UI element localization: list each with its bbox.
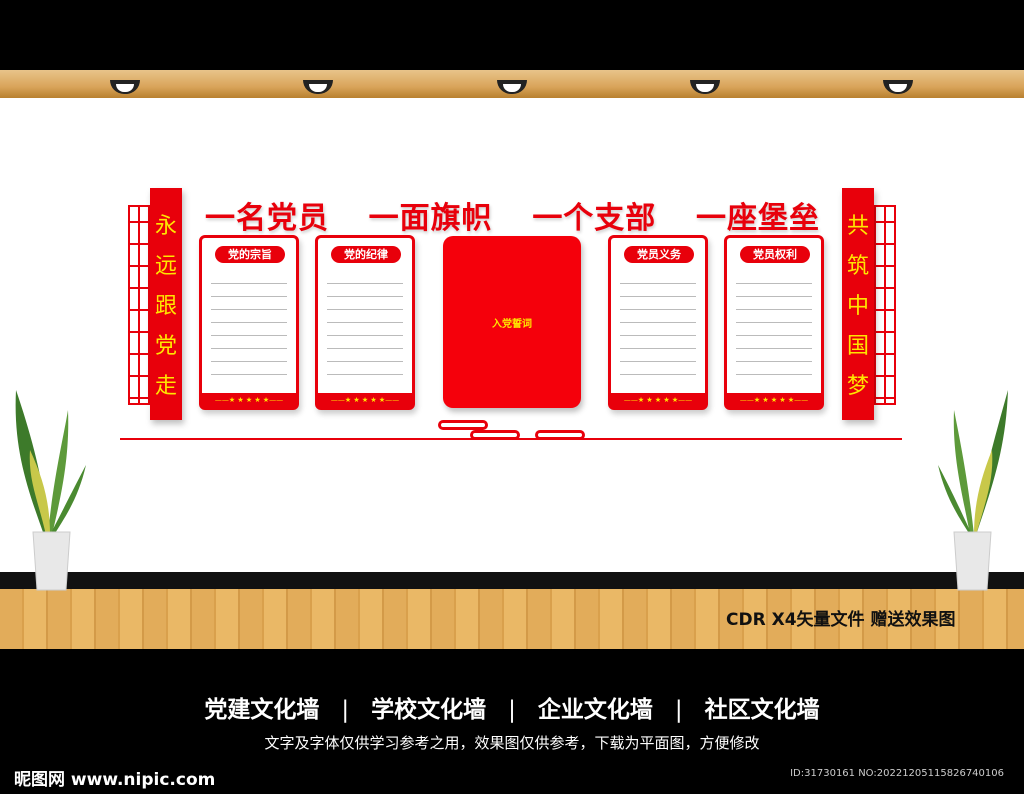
ruled-lines xyxy=(736,271,812,386)
ruled-lines xyxy=(620,271,696,386)
banner-char: 跟 xyxy=(154,294,177,319)
format-note: CDR X4矢量文件 赠送效果图 xyxy=(726,610,956,630)
ceiling-light xyxy=(883,80,913,94)
title-phrase: 一个支部 xyxy=(532,201,657,236)
baseboard xyxy=(0,572,1024,589)
ruled-lines xyxy=(327,271,403,386)
center-panel-label: 入党誓词 xyxy=(492,318,532,330)
banner-left: 永 远 跟 党 走 xyxy=(150,188,182,420)
card-title: 党员义务 xyxy=(624,246,694,263)
separator: | xyxy=(674,697,683,723)
card-title: 党员权利 xyxy=(740,246,810,263)
banner-char: 梦 xyxy=(846,374,869,399)
potted-plant-left xyxy=(15,390,86,591)
banner-char: 远 xyxy=(154,254,177,279)
card-footer-stars: ——★ ★ ★ ★ ★—— xyxy=(202,393,296,407)
potted-plant-right xyxy=(938,390,1008,591)
separator: | xyxy=(508,697,516,723)
wall-title: 一名党员 一面旗帜 一个支部 一座堡垒 xyxy=(205,193,820,237)
red-rule-line xyxy=(120,438,902,440)
cloud-ornament xyxy=(438,420,488,430)
card-footer-stars: ——★ ★ ★ ★ ★—— xyxy=(727,393,821,407)
ruled-lines xyxy=(211,271,287,386)
bottom-black-band xyxy=(0,649,1024,794)
ceiling-light xyxy=(497,80,527,94)
card-footer-stars: ——★ ★ ★ ★ ★—— xyxy=(611,393,705,407)
category-item: 社区文化墙 xyxy=(704,697,820,723)
banner-char: 国 xyxy=(846,334,869,359)
site-watermark: 昵图网 www.nipic.com xyxy=(14,770,216,790)
top-black-band xyxy=(0,0,1024,70)
ceiling-light xyxy=(303,80,333,94)
board-card: 党员权利 ——★ ★ ★ ★ ★—— xyxy=(724,235,824,410)
ceiling-light xyxy=(110,80,140,94)
image-id-text: ID:31730161 NO:20221205115826740106 xyxy=(790,768,1004,779)
separator: | xyxy=(341,697,350,723)
banner-char: 中 xyxy=(846,294,869,319)
ceiling-light xyxy=(690,80,720,94)
title-phrase: 一面旗帜 xyxy=(368,201,493,236)
lattice-ornament-left xyxy=(128,205,150,405)
wood-floor xyxy=(0,589,1024,649)
title-phrase: 一名党员 xyxy=(205,201,329,236)
board-card: 党的宗旨 ——★ ★ ★ ★ ★—— xyxy=(199,235,299,410)
category-item: 企业文化墙 xyxy=(537,697,653,723)
category-item: 学校文化墙 xyxy=(371,697,487,723)
title-phrase: 一座堡垒 xyxy=(695,201,820,236)
disclaimer-text: 文字及字体仅供学习参考之用，效果图仅供参考，下载为平面图，方便修改 xyxy=(264,734,760,752)
category-list: 党建文化墙 | 学校文化墙 | 企业文化墙 | 社区文化墙 xyxy=(0,690,1024,724)
banner-char: 走 xyxy=(154,374,177,399)
banner-right: 共 筑 中 国 梦 xyxy=(842,188,874,420)
category-item: 党建文化墙 xyxy=(204,697,320,723)
banner-char: 党 xyxy=(154,334,177,359)
card-title: 党的宗旨 xyxy=(215,246,285,263)
card-title: 党的纪律 xyxy=(331,246,401,263)
lattice-ornament-right xyxy=(874,205,896,405)
card-footer-stars: ——★ ★ ★ ★ ★—— xyxy=(318,393,412,407)
board-card: 党的纪律 ——★ ★ ★ ★ ★—— xyxy=(315,235,415,410)
banner-char: 共 xyxy=(846,214,869,239)
banner-char: 永 xyxy=(154,214,177,239)
board-card: 党员义务 ——★ ★ ★ ★ ★—— xyxy=(608,235,708,410)
banner-char: 筑 xyxy=(846,254,869,279)
center-panel: 入党誓词 xyxy=(443,236,581,408)
